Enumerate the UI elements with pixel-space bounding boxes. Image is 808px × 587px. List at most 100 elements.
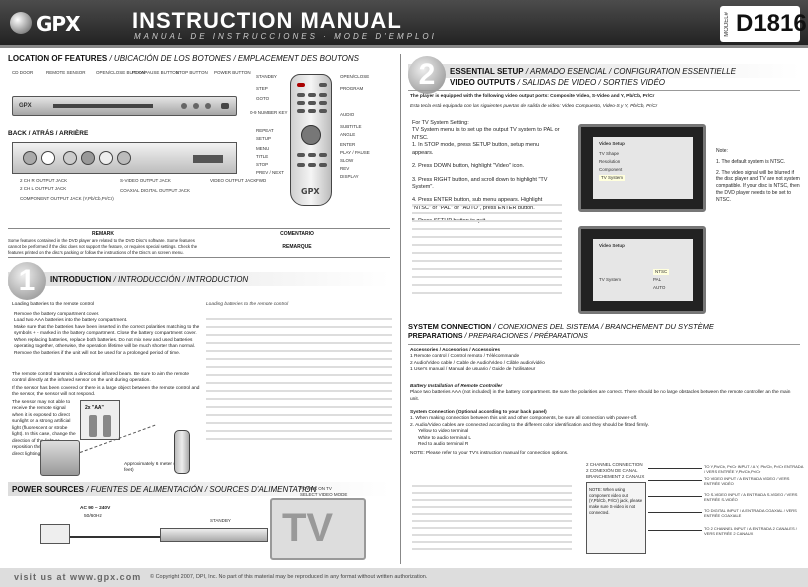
accessories-title: Accessories / Accesorios / Accessoires [410, 348, 501, 353]
intro-bullet: Make sure that the batteries have been i… [14, 324, 200, 337]
button-dot [193, 103, 199, 109]
select-video-mode-label: SELECT VIDEO MODE [300, 492, 348, 497]
intro-bullet: When replacing batteries, replace both b… [14, 337, 196, 350]
text-line [206, 382, 392, 384]
remote-label: REPEAT [256, 128, 274, 133]
text-line [412, 520, 572, 522]
text-line [412, 499, 572, 501]
menu-item: TV System [599, 175, 626, 181]
remote-logo: GPX [301, 187, 320, 196]
tv-setting-text: TV System menu is to set up the output T… [412, 127, 560, 141]
side-note: NOTE: When using component video out (Y,… [589, 487, 643, 515]
remote-button-shape [308, 153, 316, 157]
intro-title-en: INTRODUCTION [50, 275, 112, 284]
remote-label: SUBTITLE [340, 124, 362, 129]
back-label-l: 2 CH L OUTPUT JACK [20, 186, 67, 191]
accessory-item: 2 Audio/Video cable / Cable de Audio/Vid… [410, 360, 545, 366]
channel-label-es: 2 CONEXIÓN DE CANAL [586, 468, 638, 473]
intro-bullet: Remove the battery compartment cover. [14, 312, 100, 317]
conn-step: 2. Audio/Video cables are connected acco… [410, 422, 649, 428]
text-line [206, 334, 392, 336]
conn-note: NOTE: Please refer to your TV's instruct… [410, 450, 569, 456]
menu-item: TV System [599, 277, 622, 282]
back-title: BACK / ATRÁS / ARRIÈRE [8, 130, 89, 137]
intro-para-1: Loading batteries to the remote control [12, 302, 95, 307]
remark-box: REMARK Some features contained in the DV… [8, 228, 390, 258]
power-frequency: 50/60Hz [84, 514, 102, 519]
remote-label: TITLE [256, 154, 269, 159]
conn-block: System Connection (Optional according to… [410, 410, 800, 457]
accessory-item: 1 User's manual / Manual de usuario / Gu… [410, 367, 536, 373]
disc-tray [53, 104, 153, 108]
conn-optional-title: System Connection (Optional according to… [410, 410, 547, 415]
model-box: MODEL# D1816 [720, 6, 807, 42]
text-line [206, 438, 392, 440]
back-label-video: VIDEO OUTPUT JACK [210, 178, 257, 183]
text-line [412, 244, 562, 246]
conn-step: White to audio terminal L [418, 435, 472, 441]
text-line [412, 284, 562, 286]
remote-label: MENU [256, 146, 270, 151]
remote-label: STANDBY [256, 74, 277, 79]
remote-control-image: GPX [290, 74, 332, 206]
unit-image [40, 440, 80, 476]
intro-bullets: Remove the battery compartment cover. Lo… [14, 312, 202, 357]
setup-step: 1. In STOP mode, press SETUP button, set… [412, 142, 540, 156]
remote-button-shape [319, 83, 327, 87]
input-label: TO 2 CHANNEL INPUT / A ENTRADA 2 CANALES… [704, 526, 797, 536]
text-line [412, 268, 562, 270]
text-line [412, 212, 562, 214]
setup-band [408, 64, 800, 78]
text-line [206, 390, 392, 392]
standby-label: STANDBY [210, 518, 231, 523]
front-label-remote-sensor: REMOTE SENSOR [46, 70, 86, 75]
remote-label: FWD [256, 178, 267, 183]
text-line [412, 228, 562, 230]
power-voltage: AC 90 ~ 240V [80, 506, 111, 511]
remote-button-shape [319, 153, 327, 157]
setup-title-alt: / ARMADO ESENCIAL / CONFIGURATION ESSENT… [523, 67, 736, 76]
submenu-item: PAL [653, 277, 662, 282]
battery-install-block: Battery Installation of Remote Controlle… [410, 384, 800, 403]
remote-button-shape [319, 93, 327, 97]
remote-label: OPEN/CLOSE [340, 74, 370, 79]
back-label-component: COMPONENT OUTPUT JACK (Y,Pb/Cb,Pr/Cr) [20, 196, 114, 201]
features-title-alt: / UBICACIÓN DE LOS BOTONES / EMPLACEMENT… [107, 54, 360, 63]
text-line [206, 350, 392, 352]
remote-button-shape [297, 163, 305, 167]
back-label-coaxial: COAXIAL DIGITAL OUTPUT JACK [120, 188, 191, 193]
remote-button-shape [308, 93, 316, 97]
text-line [412, 541, 572, 543]
text-line [412, 534, 572, 536]
front-label-play-pause: PLAY/PAUSE BUTTON [132, 70, 180, 75]
remote-label: SLOW [340, 158, 354, 163]
text-line [412, 492, 572, 494]
intro-title-alt: / INTRODUCCIÓN / INTRODUCTION [111, 275, 249, 284]
remote-label: ANGLE [340, 132, 356, 137]
setup-screen-2: Video Setup TV System NTSC PAL AUTO [578, 226, 706, 314]
cable-line [648, 512, 702, 513]
remote-button-shape [319, 163, 327, 167]
cable-line [648, 530, 702, 531]
setup-menu: Video Setup TV Shape Resolution Componen… [593, 137, 693, 199]
setup-step: 4. Press ENTER button, sub menu appears.… [412, 197, 543, 211]
footer-url: visit us at www.gpx.com [14, 572, 142, 582]
submenu-item: NTSC [653, 269, 670, 275]
remote-button-shape [297, 153, 305, 157]
outlet-icon [40, 524, 70, 544]
notes-block: Note: 1. The default system is NTSC. 2. … [716, 148, 802, 203]
power-band [8, 482, 390, 496]
remote-label: AUDIO [340, 112, 355, 117]
power-button-shape [221, 103, 229, 109]
cable-line [648, 496, 702, 497]
jack-icon [41, 151, 55, 165]
text-line [412, 292, 562, 294]
back-label-r: 2 CH R OUTPUT JACK [20, 178, 68, 183]
remote-label: 0-9 NUMBER KEY [250, 110, 288, 115]
brand-name: GPX [36, 12, 80, 36]
intro-band [8, 272, 390, 286]
power-title-alt: / FUENTES DE ALIMENTACIÓN / SOURCES D'AL… [84, 485, 317, 494]
text-line [412, 527, 572, 529]
battery-label: 2x "AA" [85, 405, 104, 411]
